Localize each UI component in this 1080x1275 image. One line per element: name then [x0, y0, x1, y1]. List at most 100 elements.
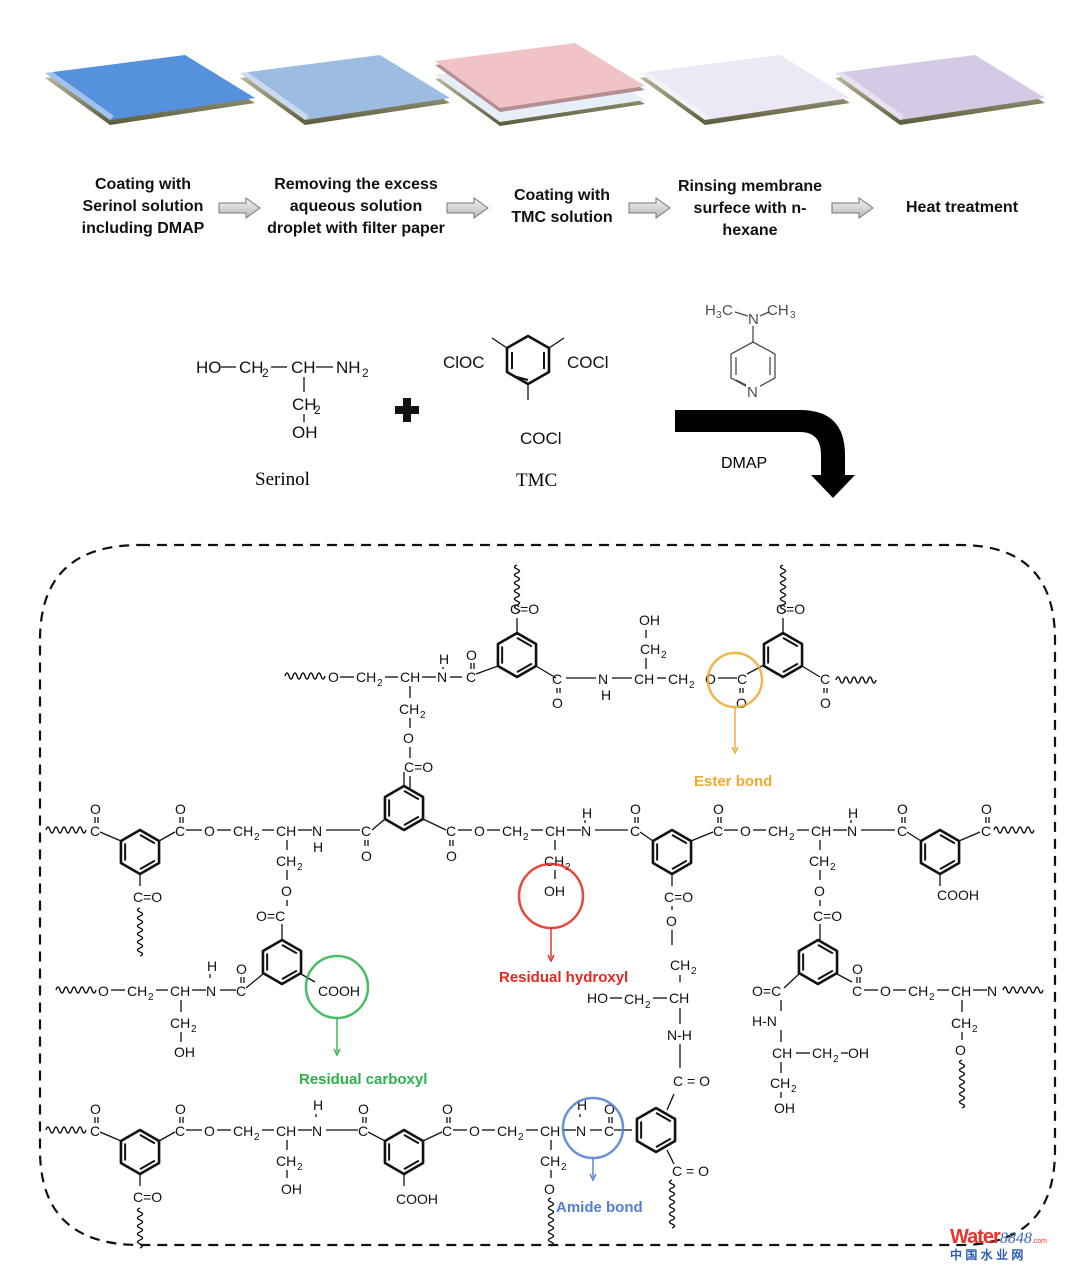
ch2-group: CH: [170, 1015, 190, 1031]
atom-label: O: [446, 848, 457, 864]
ch2-group: CH: [233, 1123, 253, 1139]
atom-label: O: [204, 823, 215, 839]
atom-label: O: [236, 961, 247, 977]
wavy-bond: [45, 826, 87, 834]
ch2-group: CH: [770, 1075, 790, 1091]
atom-label: H: [577, 1097, 587, 1113]
ring-double-bond: [281, 943, 298, 955]
step-line: Rinsing membrane: [677, 178, 823, 195]
atom-label: C=O: [133, 889, 162, 905]
watermark-brand: Water: [950, 1226, 1001, 1248]
membrane-plate-tmc-coated: [435, 43, 645, 126]
arrow-head-icon: [589, 1173, 597, 1182]
subscript: 2: [833, 1054, 839, 1065]
subscript: 2: [254, 832, 260, 843]
wavy-bond: [958, 1059, 966, 1109]
atom-label: C: [981, 823, 991, 839]
subscript: 2: [661, 650, 667, 661]
atom-label: H-N: [752, 1013, 777, 1029]
dmap-structure: H 3 C N CH 3 N: [705, 302, 796, 401]
atom-label: CH: [951, 983, 971, 999]
wavy-bond: [668, 1179, 676, 1229]
reactants-panel: HO CH 2 CH NH 2 CH 2 OH Serinol ClOC COC…: [196, 302, 855, 498]
step-line: surfece with n-: [693, 200, 807, 217]
step-line: Heat treatment: [905, 199, 1019, 216]
cooh-group: COOH: [318, 983, 360, 999]
bond: [371, 818, 386, 831]
atom-label: C: [90, 1123, 100, 1139]
wavy-bond: [513, 564, 521, 614]
benzene-ring: [383, 784, 425, 832]
atom-label: CH: [772, 1045, 792, 1061]
ch2-group: CH: [276, 1153, 296, 1169]
atom-label: O: [328, 669, 339, 685]
watermark-logo: Water8848.com 中 国 水 业 网: [950, 1226, 1047, 1262]
step-line: Coating with: [95, 176, 191, 193]
ch2-group: CH: [668, 671, 688, 687]
oh-group: OH: [848, 1045, 869, 1061]
atom-label: O: [466, 647, 477, 663]
step-arrow-icon: [446, 197, 489, 219]
atom-label: O: [880, 983, 891, 999]
atom-label: H: [439, 651, 449, 667]
atom-label: N-H: [667, 1027, 692, 1043]
subscript: 2: [791, 1084, 797, 1095]
subscript: 2: [830, 862, 836, 873]
atom-label: CH: [170, 983, 190, 999]
atom-label: O: [90, 1101, 101, 1117]
atom-label: O: [713, 801, 724, 817]
benzene-ring: [919, 828, 961, 876]
subscript: 2: [377, 678, 383, 689]
wavy-bond: [45, 1126, 87, 1134]
atom-label: O: [852, 961, 863, 977]
atom-label: C=O: [404, 759, 433, 775]
wavy-bond: [835, 676, 877, 684]
benzene-ring: [119, 1128, 161, 1176]
oh-group: OH: [544, 883, 565, 899]
serinol-structure: HO CH 2 CH NH 2 CH 2 OH: [196, 358, 369, 442]
ch2-group: CH: [127, 983, 147, 999]
benzene-ring: [635, 1106, 677, 1154]
atom-label: CH: [634, 671, 654, 687]
atom-label: O: [955, 1042, 966, 1058]
atom-label: C: [552, 671, 562, 687]
atom-label: H: [601, 687, 611, 703]
oh-group: OH: [774, 1100, 795, 1116]
bond: [422, 818, 447, 831]
atom-label: O: [442, 1101, 453, 1117]
serinol-ho: HO: [196, 358, 222, 377]
atom-label: C: [820, 671, 830, 687]
subscript: 2: [191, 1024, 197, 1035]
ch2-group: CH: [233, 823, 253, 839]
ring-double-bond: [939, 833, 956, 845]
subscript: 2: [518, 1132, 524, 1143]
atom-label: O: [814, 883, 825, 899]
atom-label: CH: [540, 1123, 560, 1139]
step-line: Coating with: [514, 187, 610, 204]
subscript: 2: [523, 832, 529, 843]
atom-label: C: [175, 823, 185, 839]
subscript: 2: [297, 862, 303, 873]
bond: [666, 1149, 675, 1165]
carboxyl-label: Residual carboxyl: [299, 1071, 427, 1088]
wavy-bond: [55, 986, 97, 994]
wavy-bond: [547, 1197, 555, 1247]
serinol-label: Serinol: [255, 469, 310, 490]
wavy-bond: [284, 672, 326, 680]
bond: [99, 831, 122, 842]
atom-label: O: [820, 695, 831, 711]
ch2-group: CH: [399, 701, 419, 717]
subscript: 2: [929, 992, 935, 1003]
ring-double-bond: [817, 969, 834, 981]
bond: [906, 831, 922, 842]
bond: [367, 1131, 386, 1142]
atom-label: O: [630, 801, 641, 817]
atom-label: C: [442, 1123, 452, 1139]
atom-label: O: [604, 1101, 615, 1117]
atom-label: O: [204, 1123, 215, 1139]
ring-double-bond: [403, 1133, 420, 1145]
ring-double-bond: [281, 969, 298, 981]
svg-text:2: 2: [362, 366, 369, 380]
atom-label: C: [713, 823, 723, 839]
bond: [801, 665, 821, 678]
